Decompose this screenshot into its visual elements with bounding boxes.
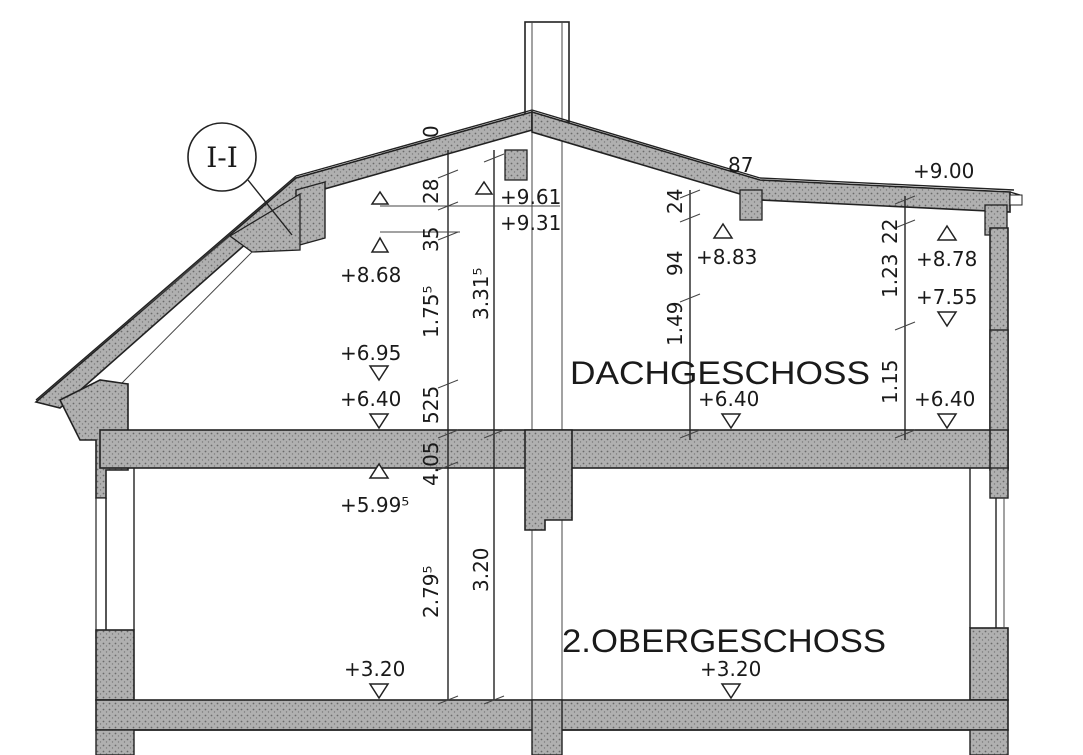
elevation-label: +8.83 [696, 245, 757, 269]
level-mark-up [370, 190, 390, 205]
roof-right-slope [531, 110, 1011, 213]
dimension-label: 1.23 [878, 253, 902, 298]
level-mark-up [474, 180, 494, 195]
level-mark-up [712, 222, 734, 239]
dimension-lines [380, 150, 916, 705]
dimension-label: 1.49 [663, 301, 687, 346]
dimension-label: 87 [728, 153, 753, 177]
level-mark-up [368, 462, 390, 479]
dimension-label: 525 [419, 386, 443, 424]
level-mark-down [368, 683, 390, 700]
roof-left-slope [34, 110, 533, 409]
room-label-attic: DACHGESCHOSS [570, 355, 870, 391]
elevation-label: +8.68 [340, 263, 401, 287]
room-labels: DACHGESCHOSS 2.OBERGESCHOSS [562, 355, 886, 659]
dimension-label: 0 [419, 125, 443, 138]
chimney [524, 21, 570, 755]
elevation-markers [368, 180, 958, 700]
elevation-label: +8.78 [916, 247, 977, 271]
level-mark-down [720, 413, 742, 430]
dimension-label: 94 [663, 251, 687, 276]
room-label-second-floor: 2.OBERGESCHOSS [562, 623, 886, 659]
dimension-label: 24 [663, 189, 687, 214]
level-mark-down [720, 683, 742, 700]
elevation-label: +9.31 [500, 211, 561, 235]
walls-and-slabs [58, 227, 1009, 755]
dimension-label: 28 [419, 179, 443, 204]
dimension-label: 4.05 [419, 441, 443, 486]
elevation-label: +5.99⁵ [340, 493, 409, 517]
level-mark-up [936, 224, 958, 241]
dimension-label: 3.20 [469, 547, 493, 592]
dimension-label: 22 [878, 219, 902, 244]
elevation-labels: +9.00 +9.61 +9.31 +8.83 +8.78 +8.68 +7.5… [340, 159, 977, 681]
level-mark-down [936, 311, 958, 328]
level-mark-up [370, 236, 390, 253]
dimension-label: 3.31⁵ [469, 267, 493, 320]
elevation-label: +6.40 [698, 387, 759, 411]
level-mark-down [936, 413, 958, 430]
elevation-label: +3.20 [344, 657, 405, 681]
section-marker: I-I [187, 122, 293, 236]
level-mark-down [368, 413, 390, 430]
dimension-label: 1.15 [878, 359, 902, 404]
dimension-label: 1.75⁵ [419, 285, 443, 338]
elevation-label: +6.95 [340, 341, 401, 365]
dimension-labels: 0 28 35 1.75⁵ 3.31⁵ 525 4.05 2.79⁵ 3.20 … [419, 125, 902, 618]
level-mark-down [368, 365, 390, 382]
roof-structure [34, 109, 1023, 409]
elevation-label: +9.61 [500, 185, 561, 209]
section-label: I-I [206, 141, 238, 174]
elevation-label: +6.40 [914, 387, 975, 411]
dimension-label: 2.79⁵ [419, 565, 443, 618]
elevation-label: +7.55 [916, 285, 977, 309]
chimney-slab [524, 429, 573, 531]
elevation-label: +3.20 [700, 657, 761, 681]
dimension-label: 35 [419, 227, 443, 252]
elevation-label: +9.00 [913, 159, 974, 183]
elevation-label: +6.40 [340, 387, 401, 411]
